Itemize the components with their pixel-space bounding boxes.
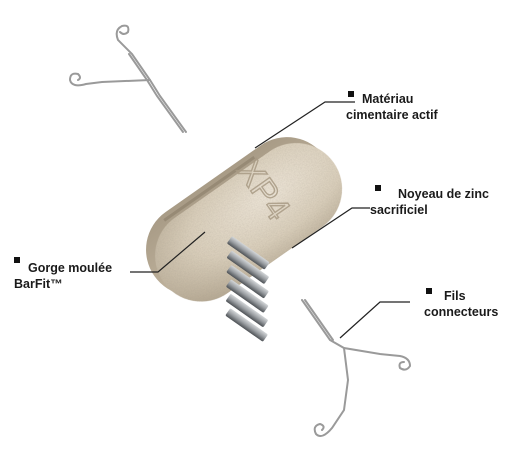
label-groove-line2: BarFit™ <box>14 276 112 292</box>
label-zinc-line2: sacrificiel <box>370 202 489 218</box>
label-cement-line1: Matériau <box>362 91 438 107</box>
lower-connector-wires <box>302 300 410 436</box>
label-zinc: Noyeau de zinc sacrificiel <box>398 186 489 218</box>
bullet-zinc <box>375 185 381 191</box>
bullet-cement <box>348 91 354 97</box>
label-wires-line1: Fils <box>444 288 498 304</box>
label-wires-line2: connecteurs <box>424 304 498 320</box>
leader-wires <box>340 302 410 338</box>
label-cement-line2: cimentaire actif <box>346 107 438 123</box>
label-groove: Gorge moulée BarFit™ <box>14 260 112 292</box>
label-wires: Fils connecteurs <box>444 288 498 320</box>
label-zinc-line1: Noyeau de zinc <box>398 186 489 202</box>
bullet-wires <box>426 288 432 294</box>
label-cement: Matériau cimentaire actif <box>362 91 438 123</box>
label-groove-line1: Gorge moulée <box>28 260 112 276</box>
upper-connector-wires <box>70 26 186 132</box>
